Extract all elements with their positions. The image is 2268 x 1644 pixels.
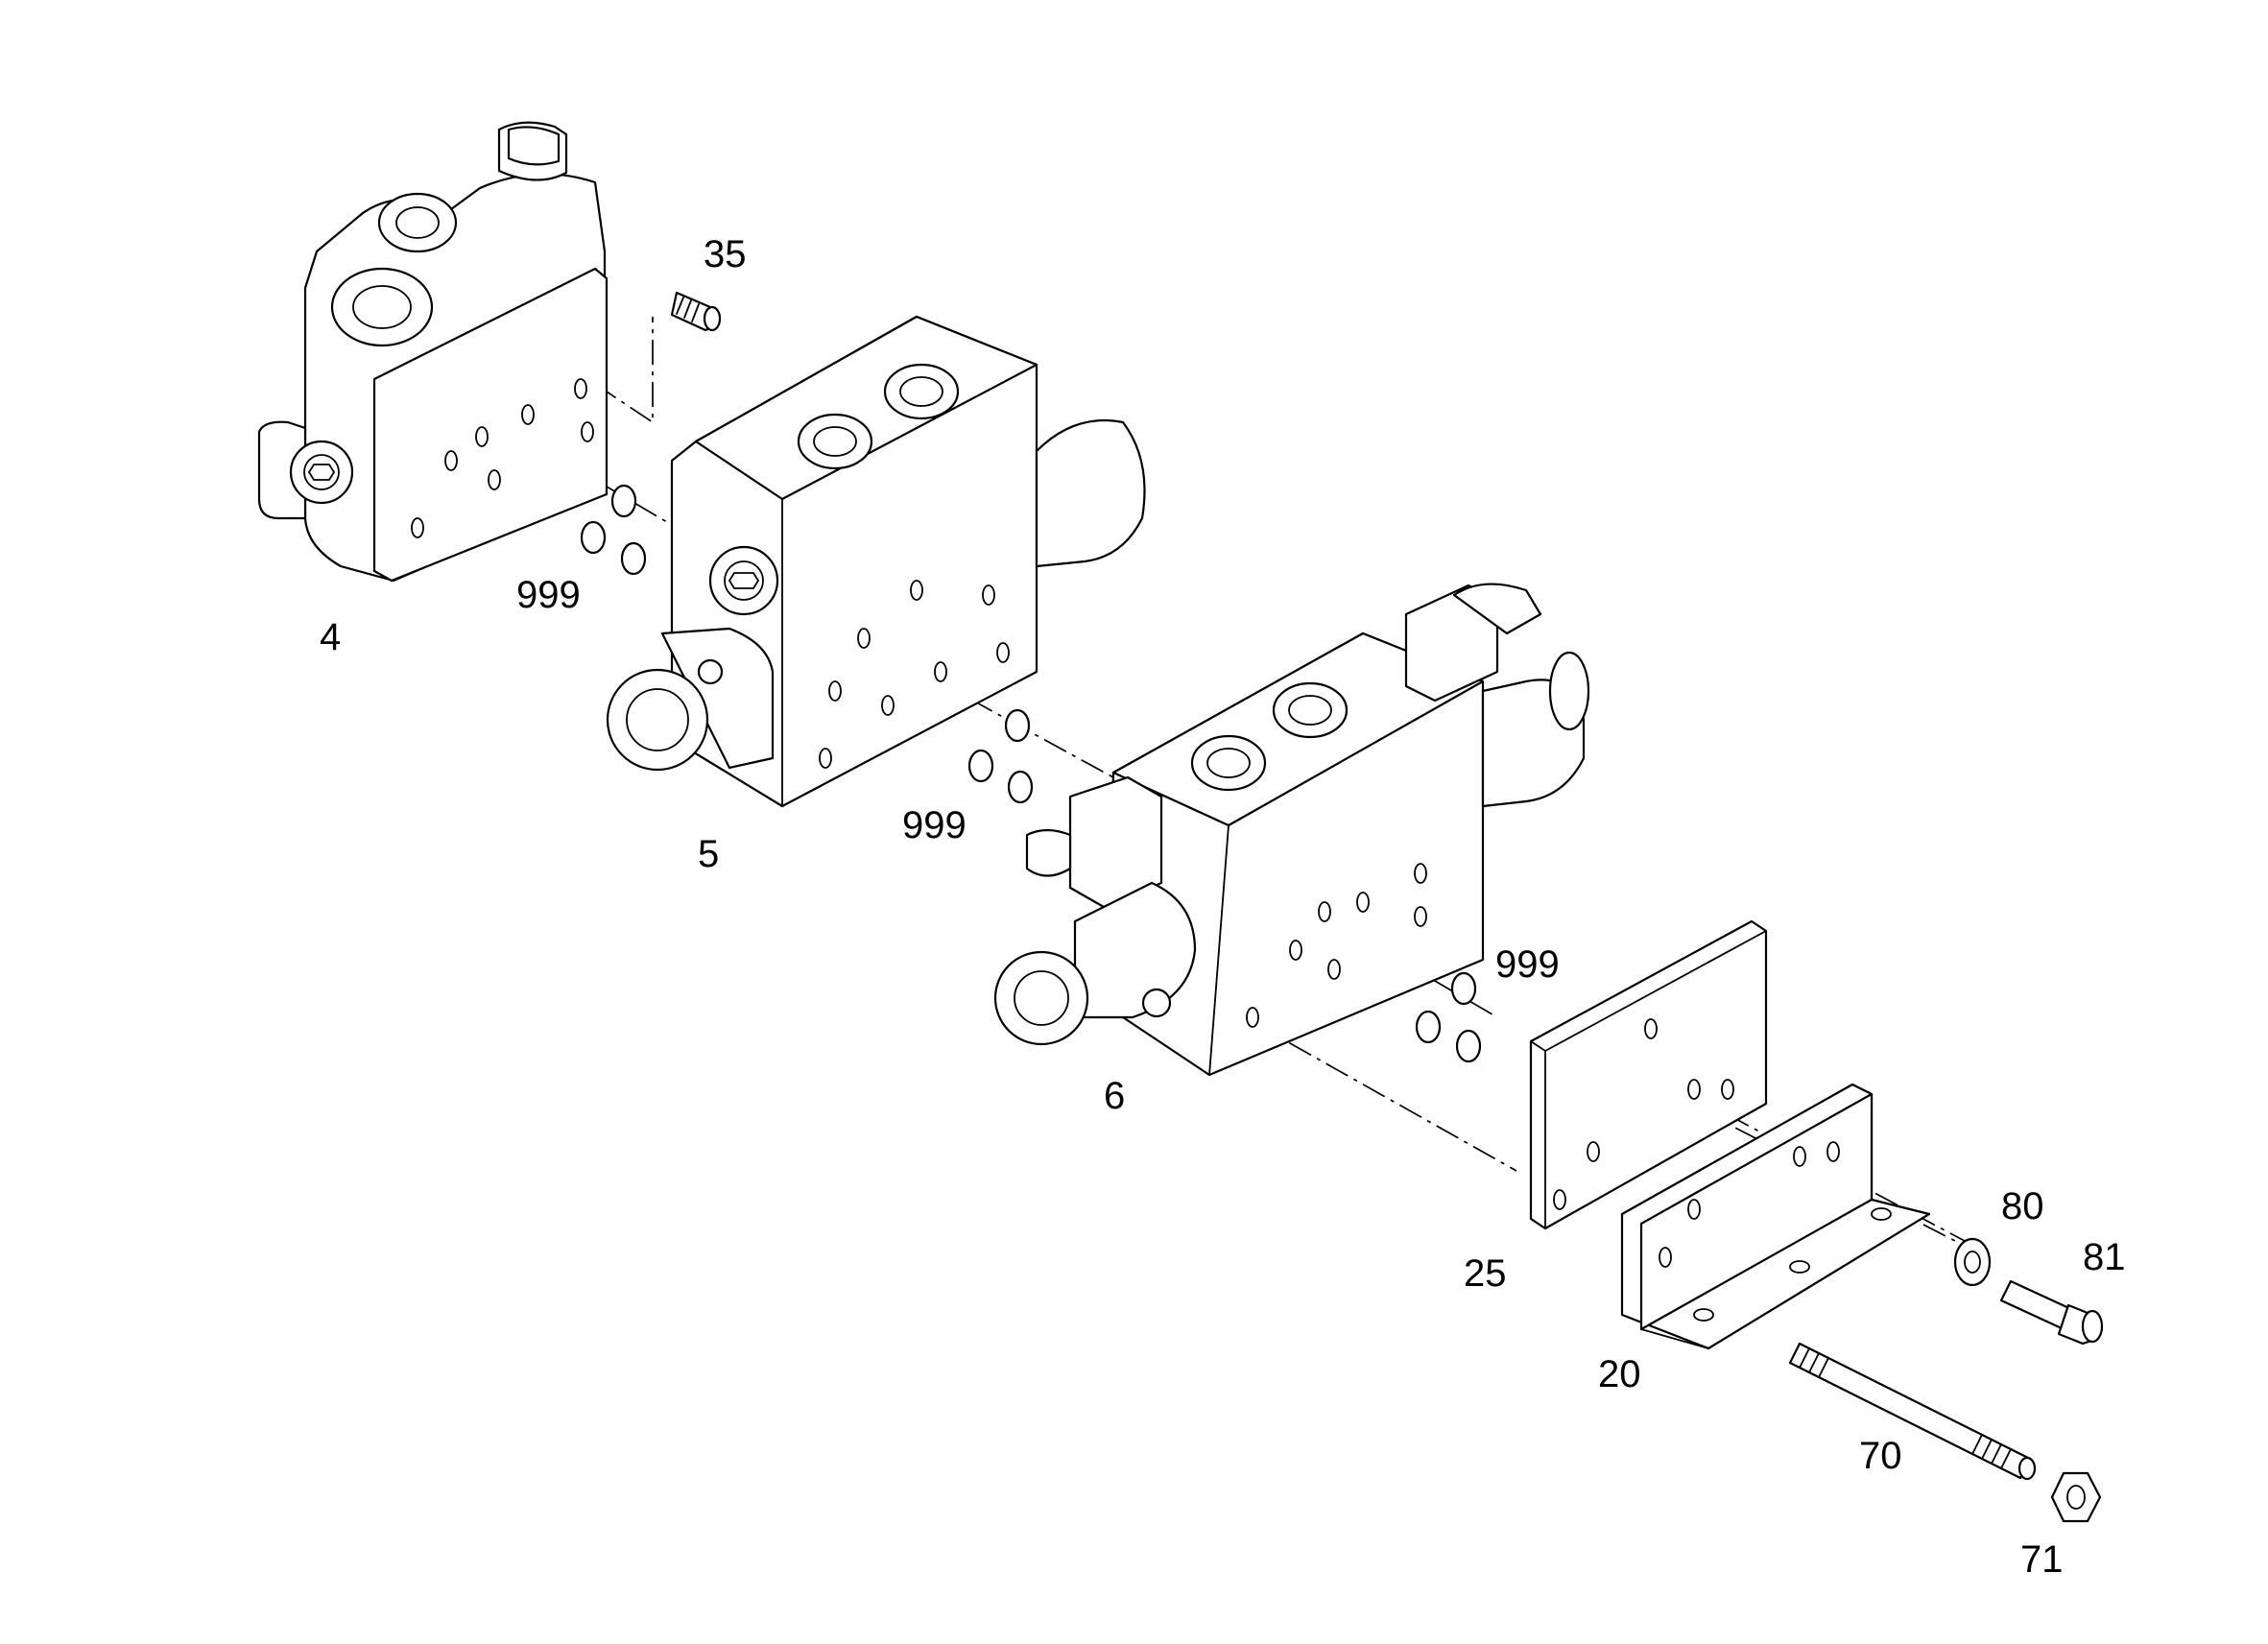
callout-20: 20 <box>1598 1353 1641 1395</box>
part-71-hex-nut <box>2050 1471 2102 1523</box>
part-35-set-screw <box>670 291 722 332</box>
o-ring-group-3 <box>1415 971 1482 1063</box>
o-ring-group-2 <box>967 708 1034 804</box>
callout-labels: 4 5 6 20 25 35 70 71 80 81 999 999 999 <box>320 233 2126 1581</box>
callout-71: 71 <box>2020 1538 2064 1581</box>
part-4-valve-body <box>257 121 609 583</box>
part-81-cap-screw <box>1999 1279 2104 1346</box>
part-6-solenoid-valve <box>993 583 1590 1077</box>
part-80-washer <box>1953 1237 1992 1287</box>
o-ring-group-1 <box>580 484 647 576</box>
callout-35: 35 <box>704 233 747 275</box>
callout-999-c: 999 <box>1495 943 1560 986</box>
part-25-spacer-plate <box>1529 919 1768 1230</box>
callout-6: 6 <box>1104 1075 1125 1117</box>
callout-80: 80 <box>2001 1185 2044 1227</box>
callout-4: 4 <box>320 616 341 658</box>
callout-999-b: 999 <box>902 804 967 846</box>
callout-5: 5 <box>698 833 719 875</box>
part-5-valve-section <box>606 315 1146 808</box>
callout-999-a: 999 <box>516 574 581 616</box>
callout-70: 70 <box>1859 1435 1902 1477</box>
part-20-angle-bracket <box>1620 1083 1931 1350</box>
callout-81: 81 <box>2083 1236 2126 1278</box>
callout-25: 25 <box>1464 1252 1507 1295</box>
part-70-threaded-rod <box>1788 1342 2037 1481</box>
